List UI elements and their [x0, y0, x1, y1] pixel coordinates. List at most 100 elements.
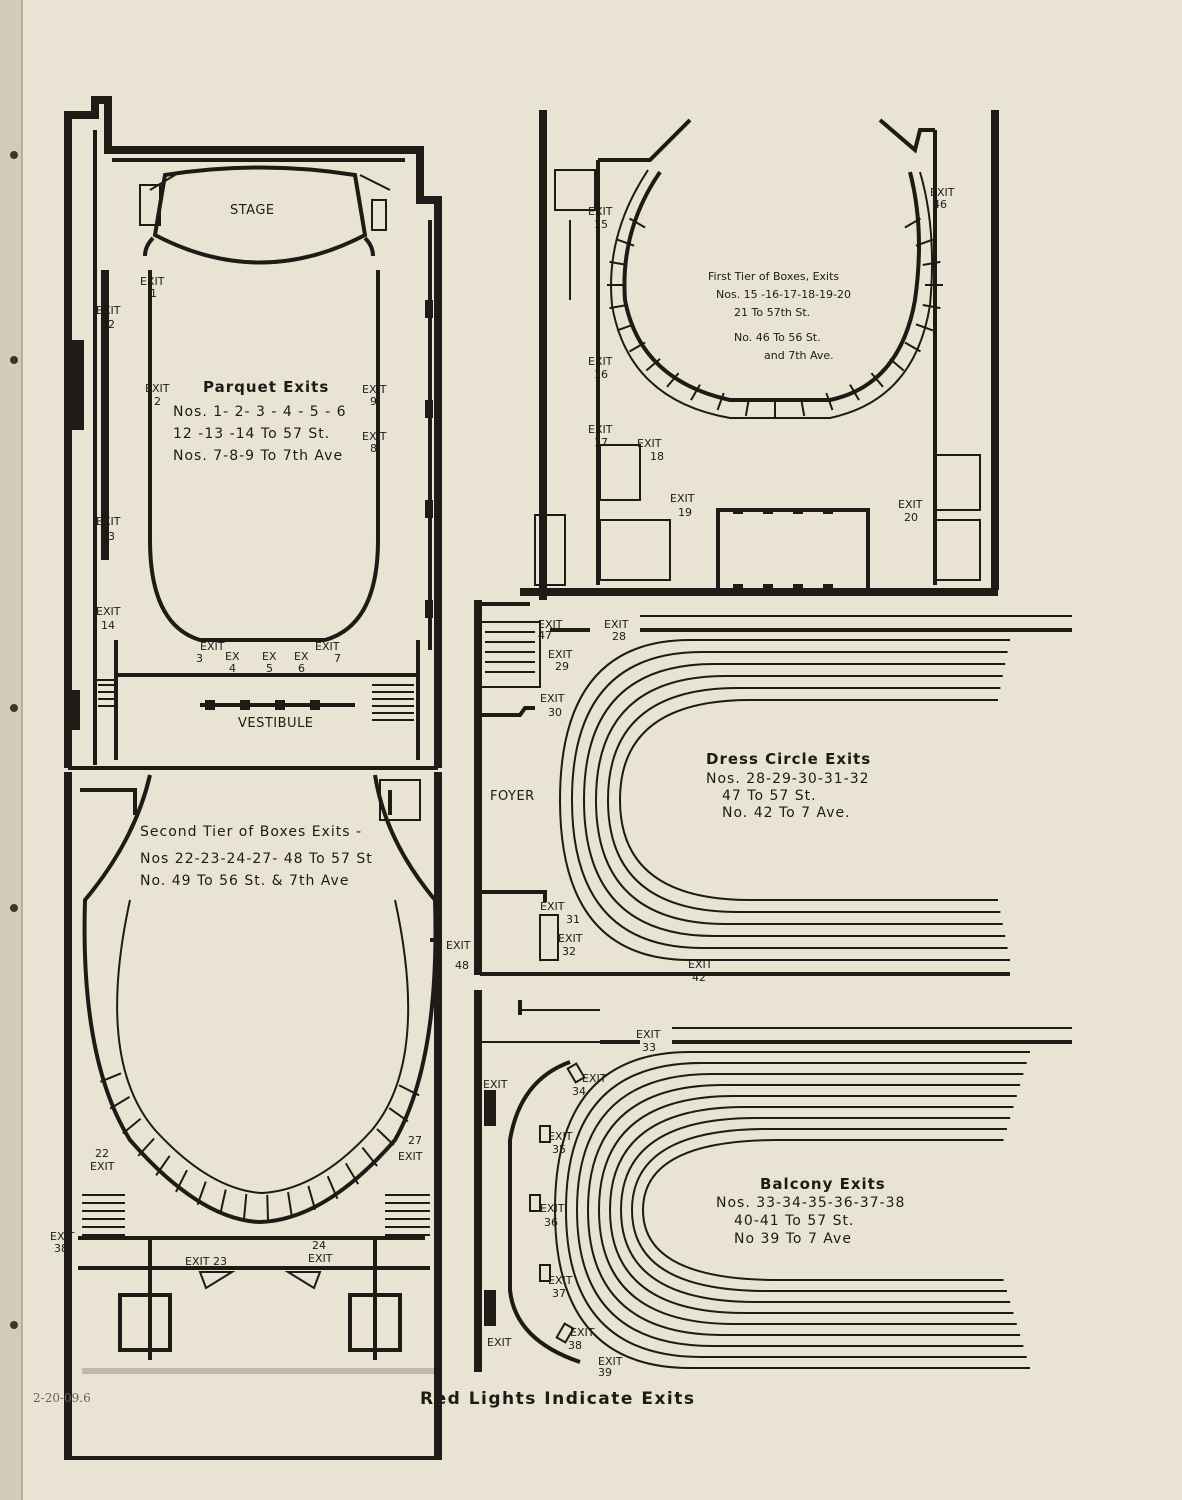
balcony-plan [474, 990, 1072, 1372]
exit-28-number: 28 [612, 630, 626, 643]
exit-13-number: 13 [101, 530, 115, 543]
exit-36-label: EXIT [540, 1202, 565, 1215]
box-partition [196, 1181, 207, 1206]
exit-22-number: 22 [95, 1147, 109, 1160]
exit-27-label: EXIT [398, 1150, 423, 1163]
second-tier-plan [64, 772, 442, 1460]
first-tier-plan [520, 110, 999, 600]
second-tier-line3: No. 49 To 56 St. & 7th Ave [140, 873, 349, 889]
box-partition [243, 1193, 248, 1219]
first-tier-line4: No. 46 To 56 St. [734, 331, 821, 344]
exit-47-label: EXIT [538, 618, 563, 631]
exit-31-label: EXIT [540, 900, 565, 913]
exit-29-label: EXIT [548, 648, 573, 661]
exit-2-number: 2 [154, 395, 161, 408]
seating-row [597, 1095, 1017, 1325]
exit-18-number: 18 [650, 450, 664, 463]
exit-17-label: EXIT [588, 423, 613, 436]
footer-caption: Red Lights Indicate Exits [420, 1389, 696, 1409]
first-tier-line5: and 7th Ave. [764, 349, 834, 362]
binding-stitch [10, 704, 18, 712]
exit-42-number: 42 [692, 971, 706, 984]
box-partition [376, 1128, 395, 1146]
exit-46-label: EXIT [930, 186, 955, 199]
box-partition [870, 372, 884, 388]
exit-6-number: 6 [298, 662, 305, 675]
exit-42-label: EXIT [688, 958, 713, 971]
box-partition [266, 1194, 270, 1220]
seating-row [594, 675, 1003, 925]
balcony-line3: No 39 To 7 Ave [734, 1231, 852, 1247]
box-partition [629, 341, 646, 353]
exit-38-second-label: EXIT [50, 1230, 75, 1243]
exit-37-label: EXIT [548, 1274, 573, 1287]
seating-row [606, 687, 1001, 913]
box-partition [307, 1185, 317, 1210]
binding-stitch [10, 1321, 18, 1329]
exit-33-label: EXIT [636, 1028, 661, 1041]
box-partition [904, 217, 921, 229]
seating-row [618, 699, 998, 901]
exit-16-label: EXIT [588, 355, 613, 368]
binding-edge [0, 0, 22, 1500]
exit-38-number: 38 [568, 1339, 582, 1352]
box-partition [326, 1175, 339, 1200]
box-partition [175, 1169, 188, 1193]
exit-22-label: EXIT [90, 1160, 115, 1173]
exit-46-number: 46 [933, 198, 947, 211]
exit-36-number: 36 [544, 1216, 558, 1229]
exit-39-number: 39 [598, 1366, 612, 1379]
box-partition [122, 1117, 142, 1135]
exit-8-label: EXIT [362, 430, 387, 443]
box-partition [287, 1192, 293, 1217]
seating-row [630, 1128, 1007, 1292]
exit-3-number: 3 [196, 652, 203, 665]
exit-35-number: 35 [552, 1143, 566, 1156]
exit-38-label: EXIT [570, 1326, 595, 1339]
box-partition [922, 260, 941, 267]
exit-34-label: EXIT [582, 1072, 607, 1085]
box-partition [904, 341, 921, 353]
exit-48-label: EXIT [446, 939, 471, 952]
box-partition [361, 1146, 378, 1167]
exit-15-number: 15 [594, 218, 608, 231]
box-partition [99, 1072, 122, 1083]
box-partition [345, 1162, 360, 1185]
second-tier-line1: Second Tier of Boxes Exits - [140, 824, 362, 840]
binding-stitch [10, 356, 18, 364]
box-partition [137, 1137, 155, 1157]
handwritten-catalog-note: 2-20-09.6 [33, 1391, 91, 1405]
second-tier-line2: Nos 22-23-24-27- 48 To 57 St [140, 851, 373, 867]
exit-18-label: EXIT [637, 437, 662, 450]
box-partition [155, 1155, 171, 1177]
exit-24-number: 24 [312, 1239, 326, 1252]
box-partition [609, 260, 628, 267]
box-partition [666, 372, 680, 388]
exit-31-number: 31 [566, 913, 580, 926]
exit-29-number: 29 [555, 660, 569, 673]
box-partition [609, 303, 628, 310]
exit-30-label: EXIT [540, 692, 565, 705]
box-partition [398, 1084, 420, 1097]
box-partition [922, 303, 941, 310]
box-partition [616, 323, 635, 332]
box-partition [629, 217, 646, 229]
seating-row [575, 1073, 1024, 1347]
binding-stitch [10, 151, 18, 159]
exit-12-label: EXIT [96, 304, 121, 317]
first-tier-line3: 21 To 57th St. [734, 306, 810, 319]
exit-33-number: 33 [642, 1041, 656, 1054]
exit-14-number: 14 [101, 619, 115, 632]
seating-row [619, 1117, 1011, 1303]
foyer-label: FOYER [490, 789, 535, 804]
exit-17-number: 17 [594, 436, 608, 449]
exit-9-number: 9 [370, 395, 377, 408]
box-partition [616, 238, 635, 247]
exit-23-label: EXIT 23 [185, 1255, 227, 1268]
balcony-line2: 40-41 To 57 St. [734, 1213, 854, 1229]
box-partition [388, 1107, 409, 1123]
exit-32-number: 32 [562, 945, 576, 958]
exit-37-number: 37 [552, 1287, 566, 1300]
parquet-line2: 12 -13 -14 To 57 St. [173, 426, 330, 442]
exit-16-number: 16 [594, 368, 608, 381]
